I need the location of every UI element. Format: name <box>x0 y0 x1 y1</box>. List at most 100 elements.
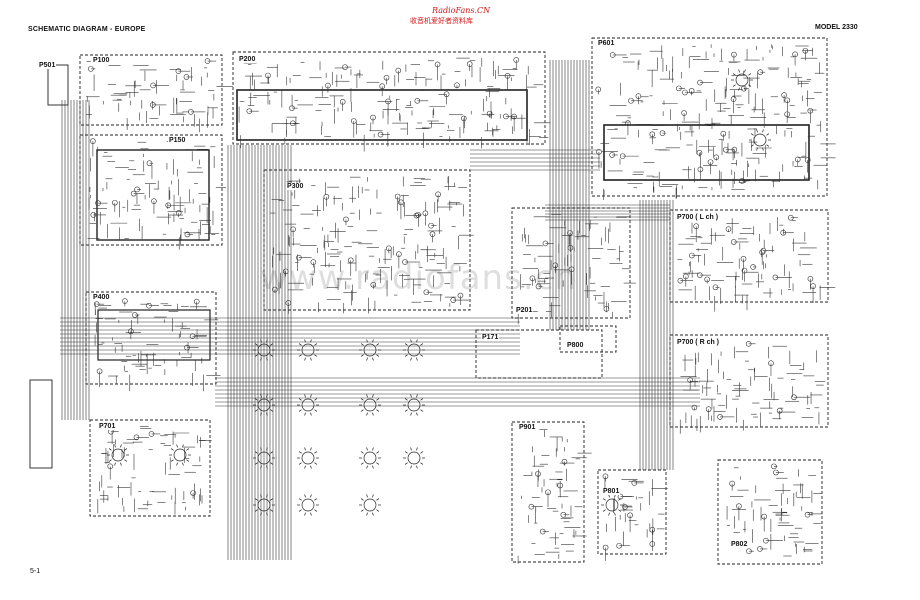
rotary-switch <box>257 343 271 357</box>
transistor-symbol <box>450 297 457 303</box>
transistor-symbol <box>787 214 794 221</box>
transistor-symbol <box>696 149 703 156</box>
rotary-switch <box>735 73 749 87</box>
switch-contact <box>108 459 112 462</box>
transistor-symbol <box>792 51 798 58</box>
switch-contact <box>314 398 318 401</box>
transistor-symbol <box>791 394 797 401</box>
switch-contact <box>762 129 764 133</box>
transistor-symbol <box>741 267 748 274</box>
transistor-symbol <box>422 210 429 217</box>
switch-contact <box>360 451 364 454</box>
switch-contact <box>738 69 740 73</box>
switch-contact <box>762 147 764 151</box>
switch-contact <box>410 465 412 469</box>
transistor-symbol <box>539 528 546 535</box>
transistor-symbol <box>757 546 763 552</box>
transistor-symbol <box>625 120 631 126</box>
transistor-symbol <box>414 98 421 104</box>
switch-contact <box>376 343 380 346</box>
switch-contact <box>602 509 606 512</box>
rotary-switch <box>301 343 315 357</box>
transistor-symbol <box>190 490 196 496</box>
rotary-switch <box>605 498 619 512</box>
switch-contact <box>260 465 262 469</box>
switch-contact <box>310 394 312 398</box>
transistor-symbol <box>535 471 541 477</box>
transistor-symbol <box>513 57 520 63</box>
switch-contact <box>614 512 616 516</box>
transistor-symbol <box>784 97 791 104</box>
switch-contact <box>314 498 318 501</box>
switch-contact <box>260 494 262 498</box>
transistor-symbol <box>731 51 737 58</box>
switch-contact <box>420 398 424 401</box>
switch-contact <box>124 448 128 451</box>
label-p700r: P700 ( R ch ) <box>676 339 721 346</box>
transistor-symbol <box>290 226 296 233</box>
board-p700l <box>669 209 829 303</box>
transistor-symbol <box>763 537 769 544</box>
switch-contact <box>366 465 368 469</box>
switch-contact <box>416 412 418 416</box>
board-p100 <box>79 54 223 126</box>
switch-contact <box>766 133 770 136</box>
board-p701 <box>89 419 211 517</box>
page-number: 5-1 <box>30 568 41 575</box>
switch-contact <box>750 144 754 147</box>
switch-contact <box>298 462 302 465</box>
rotary-switch <box>301 498 315 512</box>
switch-contact <box>314 462 318 465</box>
transistor-symbol <box>768 360 774 366</box>
switch-contact <box>366 512 368 516</box>
transistor-symbol <box>396 251 402 257</box>
switch-contact <box>304 465 306 469</box>
transistor-symbol <box>750 264 756 270</box>
transistor-symbol <box>602 473 609 480</box>
switch-contact <box>304 494 306 498</box>
transistor-symbol <box>675 85 682 92</box>
switch-contact <box>260 412 262 416</box>
site-subtitle: 收音机爱好者资料库 <box>410 18 473 25</box>
switch-contact <box>260 512 262 516</box>
label-p501: P501 <box>38 62 57 69</box>
switch-contact <box>270 343 274 346</box>
switch-contact <box>304 394 306 398</box>
transistor-symbol <box>96 368 103 375</box>
switch-contact <box>416 394 418 398</box>
transistor-symbol <box>545 489 551 496</box>
transistor-symbol <box>773 469 779 476</box>
switch-contact <box>376 409 380 412</box>
transistor-symbol <box>689 252 695 259</box>
board-p200 <box>232 51 546 145</box>
switch-contact <box>310 357 312 361</box>
switch-contact <box>608 494 610 498</box>
switch-contact <box>270 509 274 512</box>
switch-contact <box>416 465 418 469</box>
transistor-symbol <box>93 301 100 307</box>
transistor-symbol <box>804 157 811 163</box>
switch-contact <box>618 498 622 501</box>
transistor-symbol <box>150 82 156 89</box>
switch-contact <box>114 444 116 448</box>
switch-contact <box>618 509 622 512</box>
transistor-symbol <box>383 74 390 81</box>
rotary-switch <box>363 343 377 357</box>
switch-contact <box>266 357 268 361</box>
transistor-symbol <box>746 548 752 554</box>
transistor-symbol <box>745 341 752 347</box>
transistor-symbol <box>804 511 811 518</box>
transistor-symbol <box>622 504 628 510</box>
rotary-switch <box>363 451 377 465</box>
board-p150 <box>79 134 223 246</box>
transistor-symbol <box>542 240 549 247</box>
transistor-symbol <box>677 277 684 284</box>
rotary-switch <box>301 398 315 412</box>
component-detail <box>86 44 836 564</box>
switch-contact <box>608 512 610 516</box>
transistor-symbol <box>184 344 190 351</box>
switch-contact <box>756 129 758 133</box>
transistor-symbol <box>457 292 464 299</box>
switch-contact <box>254 462 258 465</box>
switch-contact <box>314 451 318 454</box>
